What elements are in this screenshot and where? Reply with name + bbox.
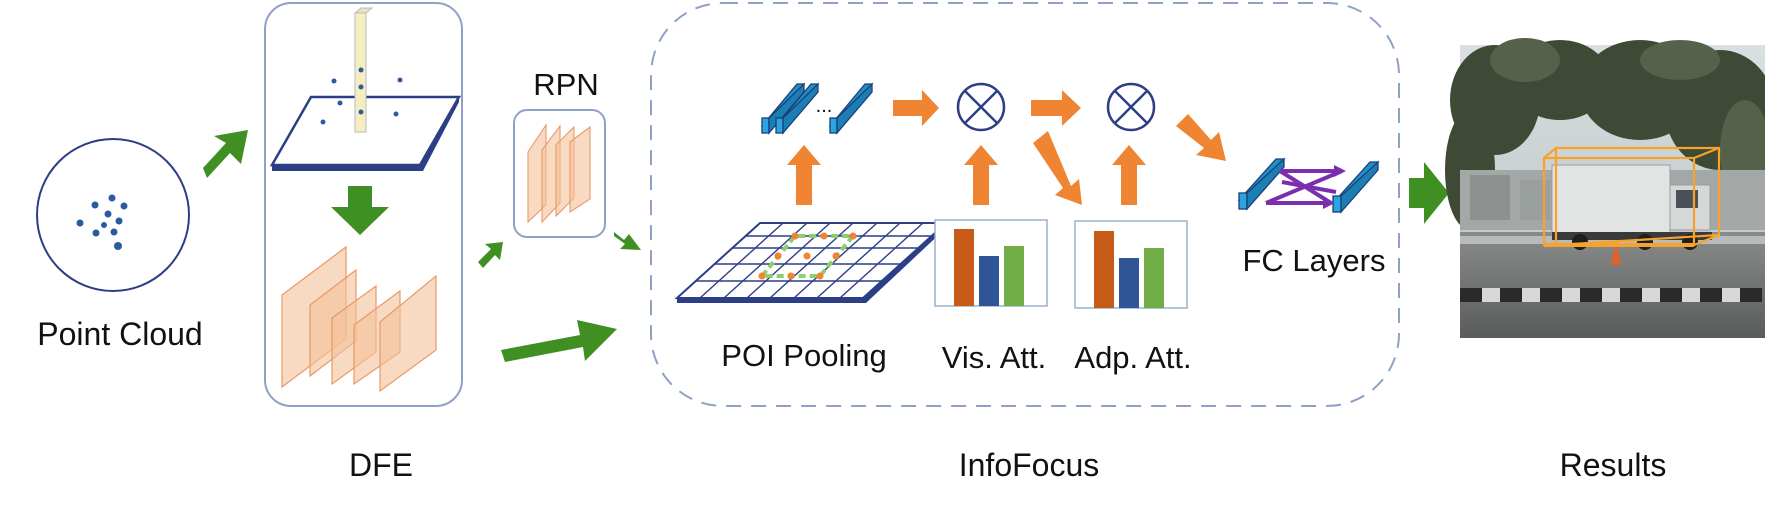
- arrow-dfe-down: [331, 186, 389, 235]
- point-cloud-label: Point Cloud: [37, 316, 202, 352]
- arrow-adp-up: [1112, 145, 1146, 205]
- fc-arrowheads: [1323, 165, 1346, 209]
- poi-sample-points: [758, 232, 857, 280]
- vis-att-bar-1: [954, 229, 974, 306]
- adp-att-bar-3: [1144, 248, 1164, 308]
- pooled-ellipsis: ...: [816, 95, 833, 117]
- adp-att-bar-2: [1119, 258, 1139, 308]
- point-cloud-circle: [36, 138, 190, 292]
- poi-region: [757, 234, 858, 278]
- traffic-cone: [1611, 240, 1621, 265]
- detection-3d-box: [1542, 146, 1721, 247]
- arrow-pooling-up: [787, 145, 821, 205]
- pooled-block-2: [774, 82, 820, 135]
- point-cloud-stage: Point Cloud: [36, 138, 203, 352]
- fc-connections: [1265, 169, 1343, 205]
- otimes-icon-adp: [1106, 82, 1156, 132]
- results-label: Results: [1560, 447, 1667, 483]
- arrow-rpn-to-infofocus: [614, 232, 641, 250]
- street-scene-photo: [1445, 38, 1765, 338]
- arrow-vis-up: [964, 145, 998, 205]
- adp-att-chart: [1074, 220, 1188, 309]
- infofocus-stage: ...: [650, 2, 1400, 483]
- rpn-feature-planes: [527, 123, 591, 224]
- results-stage: Results: [1445, 38, 1765, 483]
- infofocus-dashed-box: [650, 2, 1400, 407]
- fc-block-right: [1331, 160, 1380, 214]
- vis-att-bar-2: [979, 256, 999, 306]
- fc-layers: FC Layers: [1237, 157, 1386, 278]
- arrow-dfe-to-rpn: [478, 242, 503, 268]
- rpn-label: RPN: [533, 67, 598, 102]
- arrow-adp-to-fc: [1176, 114, 1226, 161]
- fc-block-left: [1237, 157, 1286, 211]
- dfe-label: DFE: [349, 447, 413, 483]
- pooled-block-3: [828, 82, 874, 135]
- poi-pooling-label: POI Pooling: [721, 338, 886, 373]
- arrow-blocks-to-vis: [893, 90, 939, 126]
- vis-att-chart: [934, 219, 1048, 307]
- rpn-stage: RPN: [513, 67, 606, 238]
- infofocus-label: InfoFocus: [959, 447, 1100, 483]
- fc-layers-label: FC Layers: [1243, 243, 1386, 278]
- voxel-points: [320, 77, 403, 125]
- arrow-pointcloud-to-dfe: [203, 130, 248, 178]
- adp-att-label: Adp. Att.: [1074, 340, 1191, 375]
- voxel-pillar: [353, 7, 374, 133]
- vis-att-label: Vis. Att.: [942, 340, 1047, 375]
- dfe-stage: DFE: [264, 2, 463, 483]
- arrow-vis-to-adp: [1031, 90, 1081, 126]
- otimes-icon-vis: [956, 82, 1006, 132]
- adp-att-bar-1: [1094, 231, 1114, 308]
- pooled-feature-blocks: [760, 82, 874, 135]
- arrow-dfe-to-infofocus: [501, 320, 617, 362]
- vis-att-bar-3: [1004, 246, 1024, 306]
- arrow-vis-to-adp-bars: [1033, 131, 1082, 205]
- poi-pooling-grid: [674, 222, 949, 303]
- orange-arrows: [787, 90, 1226, 205]
- arrow-infofocus-to-results: [1409, 162, 1449, 224]
- dfe-feature-planes: [281, 245, 437, 393]
- point-cloud-dots: [76, 194, 128, 250]
